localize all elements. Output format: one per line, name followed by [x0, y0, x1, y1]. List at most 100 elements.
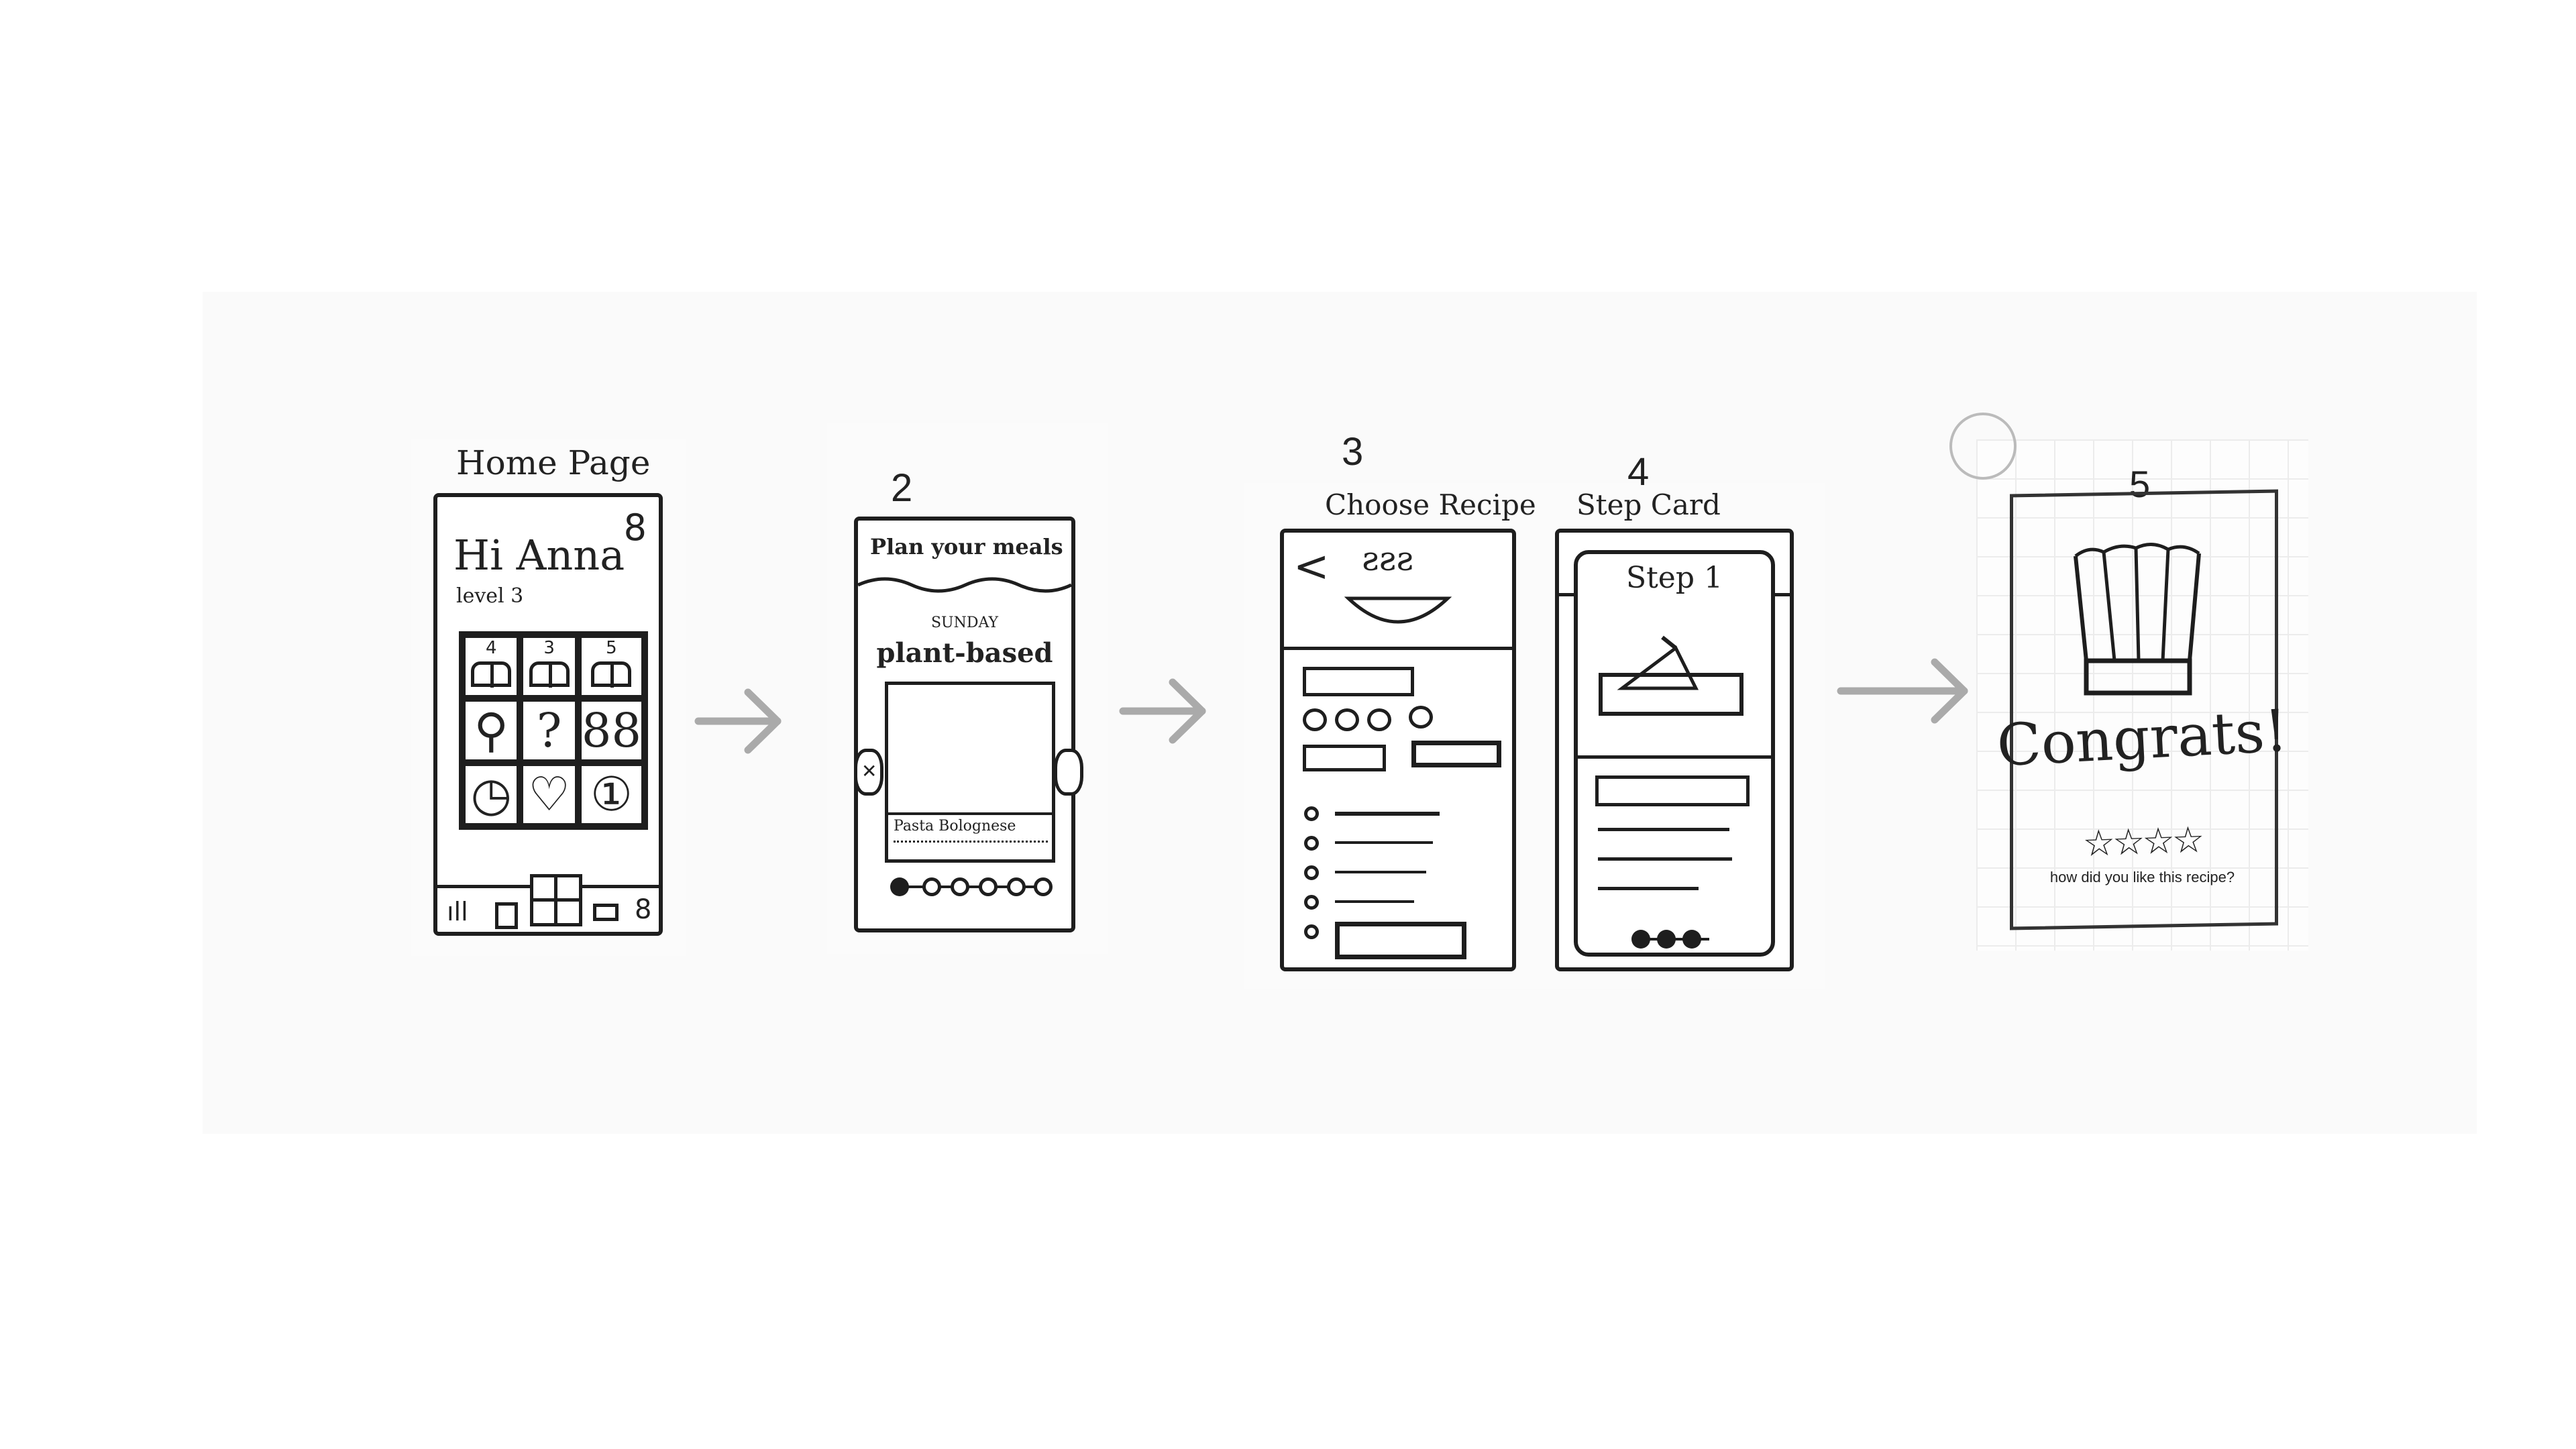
flow-arrow-1-to-2 [694, 688, 782, 754]
tile-count: 4 [485, 638, 497, 658]
frame-3-title: Choose Recipe [1325, 488, 1536, 521]
frame-4-title: Step Card [1576, 488, 1721, 521]
stats-tab-icon[interactable]: ıll [447, 897, 468, 926]
open-book-icon [529, 661, 570, 688]
frame-number: 2 [891, 466, 913, 510]
start-cooking-button[interactable] [1335, 922, 1466, 959]
clock-icon: ◷ [470, 767, 512, 822]
open-book-icon [591, 661, 632, 688]
hero-divider [1284, 647, 1512, 650]
info-box-right[interactable] [1411, 741, 1501, 767]
feature-tile[interactable]: 5 [578, 635, 645, 699]
badge-one-icon: ① [590, 767, 633, 822]
profile-icon: 8 [623, 506, 647, 549]
recipe-name: Pasta Bolognese [894, 818, 1016, 835]
star-icon[interactable]: ☆ [2082, 821, 2114, 865]
pagination-dot[interactable] [922, 877, 941, 896]
option-pill[interactable] [1335, 708, 1359, 731]
dislike-button[interactable]: ✕ [854, 749, 883, 796]
bowl-icon [1344, 596, 1452, 624]
side-tab-right [1775, 593, 1790, 596]
rating-prompt: how did you like this recipe? [2049, 869, 2235, 885]
book-tab-icon[interactable] [495, 902, 518, 929]
side-tab-left [1559, 593, 1574, 596]
pagination-dot[interactable] [979, 877, 998, 896]
instruction-line [1598, 828, 1729, 831]
ingredient-line [1335, 812, 1440, 816]
search-icon: ⚲ [474, 702, 508, 758]
sketch-congrats: 5 Congrats! ☆☆☆☆ how did you like this r… [1949, 413, 2308, 951]
steam-icon: ƨƨƨ [1362, 539, 1413, 578]
open-book-icon [471, 661, 512, 688]
feature-grid: 4 3 5 ⚲? 88 ◷ ♡ ① [459, 631, 648, 830]
frame-4-number: 4 [1627, 450, 1650, 494]
instruction-line [1598, 857, 1732, 861]
feature-tile[interactable]: 88 [578, 698, 645, 763]
instruction-title-box [1595, 775, 1750, 806]
flow-arrow-4-to-5 [1837, 658, 1968, 724]
person-tab-icon[interactable]: 8 [635, 894, 652, 925]
ingredient-bullet [1304, 806, 1319, 821]
choose-recipe-phone: < ƨƨƨ [1280, 529, 1516, 971]
pagination-dot[interactable] [1034, 877, 1053, 896]
knife-board-icon [1599, 635, 1743, 716]
diet-label: plant-based [876, 637, 1053, 669]
frame-number: 5 [2129, 463, 2151, 505]
sketch-plan-meals: 2 Plan your meals SUNDAY plant-based Pas… [827, 423, 1108, 954]
feature-tile[interactable]: 4 [462, 635, 521, 699]
wavy-divider [858, 577, 1071, 593]
recipe-meta [894, 841, 1048, 860]
option-pill[interactable] [1409, 706, 1433, 729]
option-pill[interactable] [1367, 708, 1391, 731]
option-pill[interactable] [1303, 708, 1327, 731]
star-icon[interactable]: ☆ [2112, 820, 2143, 864]
phone-outline: 8 Hi Anna level 3 4 3 5 ⚲? 88 ◷ ♡ ① ıll 8 [433, 493, 663, 936]
back-icon[interactable]: < [1293, 542, 1330, 592]
sketch-home-page: Home Page 8 Hi Anna level 3 4 3 5 ⚲? 88 ◷ ♡ ① ı… [411, 439, 686, 956]
feature-tile[interactable]: 3 [520, 635, 578, 699]
pagination-dot[interactable] [1007, 877, 1026, 896]
tile-count: 3 [543, 638, 555, 658]
center-home-tab[interactable] [530, 874, 582, 926]
like-button[interactable] [1054, 749, 1083, 796]
torn-corner [1949, 413, 2017, 480]
star-icon[interactable]: ☆ [2171, 818, 2203, 862]
grid-icon: 88 [581, 702, 641, 758]
ingredient-line [1335, 841, 1433, 844]
phone-outline: Plan your meals SUNDAY plant-based Pasta… [854, 517, 1083, 932]
plan-header: Plan your meals [870, 534, 1063, 559]
feature-tile[interactable]: ⚲ [462, 698, 521, 763]
ingredient-bullet [1304, 865, 1319, 880]
ingredient-bullet [1304, 836, 1319, 851]
ingredient-bullet [1304, 895, 1319, 910]
level-text: level 3 [456, 584, 524, 608]
greeting-text: Hi Anna [453, 531, 625, 580]
day-label: SUNDAY [930, 614, 999, 631]
feature-tile[interactable]: ◷ [462, 762, 521, 826]
pagination-dot[interactable] [951, 877, 969, 896]
star-icon[interactable]: ☆ [2141, 819, 2173, 863]
flow-arrow-2-to-3 [1119, 678, 1206, 744]
heart-icon: ♡ [528, 767, 571, 822]
ingredient-line [1335, 900, 1414, 903]
instruction-line [1598, 887, 1699, 890]
ingredient-bullet [1304, 924, 1319, 939]
recipe-card[interactable]: Pasta Bolognese [885, 682, 1055, 863]
pagination-dot-active[interactable] [890, 877, 909, 896]
help-icon: ? [536, 702, 562, 758]
step-card-phone: Step 1 [1555, 529, 1794, 971]
card-divider [1578, 755, 1771, 759]
step-card: Step 1 [1574, 550, 1775, 957]
frame-title: Home Page [456, 443, 651, 482]
recipe-title-box [1303, 667, 1414, 696]
feature-tile[interactable]: ♡ [520, 762, 578, 826]
frame-3-number: 3 [1342, 430, 1364, 474]
feature-tile[interactable]: ① [578, 762, 645, 826]
ingredient-line [1335, 871, 1426, 873]
info-box-left [1303, 745, 1386, 771]
mail-tab-icon[interactable] [593, 904, 619, 921]
step-title: Step 1 [1625, 561, 1723, 595]
tile-count: 5 [606, 638, 617, 658]
feature-tile[interactable]: ? [520, 698, 578, 763]
step-dot-track [1638, 938, 1709, 941]
